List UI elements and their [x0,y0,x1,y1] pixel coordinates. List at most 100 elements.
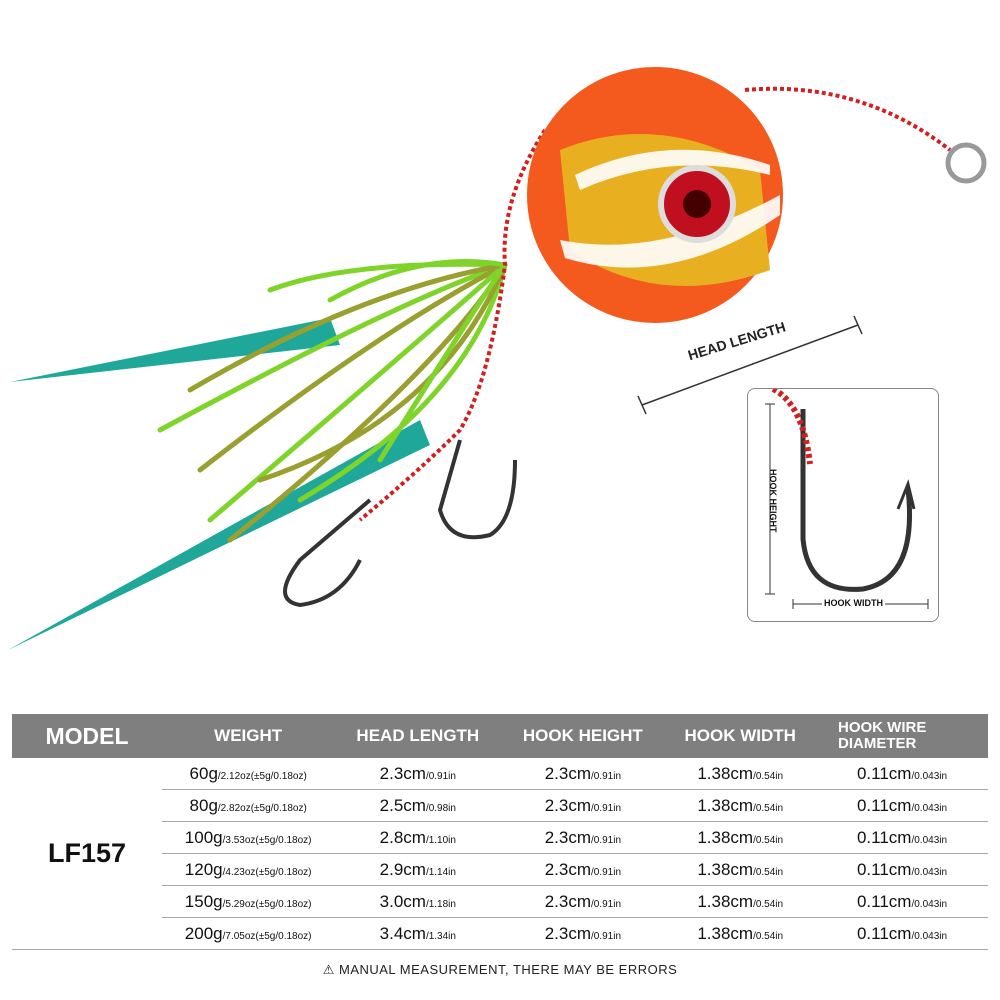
height-cell: 2.3cm/0.91in [501,917,665,950]
value-sub: /0.043in [911,898,948,910]
wire-cell: 0.11cm/0.043in [816,885,988,918]
value-sub: /0.91in [590,866,622,878]
value-sub: /0.91in [590,770,622,782]
wire-cell: 0.11cm/0.043in [816,917,988,950]
silicone-skirt [157,259,508,543]
header-hook-width: HOOK WIDTH [664,714,816,758]
value-sub: /0.91in [590,930,622,942]
value-main: 0.11cm [856,763,912,783]
warning-icon: ⚠ [322,962,335,977]
value-main: 80g [189,795,218,815]
value-sub: /0.54in [753,770,784,782]
hook-width-label: HOOK WIDTH [822,598,885,608]
value-sub: /0.043in [911,834,948,846]
head-cell: 3.4cm/1.34in [334,917,502,950]
head-cell: 2.5cm/0.98in [334,789,502,822]
hook-diagram [765,386,929,609]
wire-cell: 0.11cm/0.043in [816,758,988,790]
value-main: 2.8cm [379,827,426,847]
value-main: 0.11cm [856,923,912,943]
value-main: 1.38cm [697,859,754,879]
value-main: 2.3cm [544,763,591,783]
value-sub: /7.05oz(±5g/0.18oz) [222,930,312,942]
value-main: 0.11cm [856,859,912,879]
width-cell: 1.38cm/0.54in [664,853,816,886]
disclaimer-note: ⚠ MANUAL MEASUREMENT, THERE MAY BE ERROR… [0,962,1000,978]
weight-cell: 120g/4.23oz(±5g/0.18oz) [162,853,335,886]
hook-height-label: HOOK HEIGHT [768,469,778,533]
split-ring [945,142,987,184]
header-hook-wire-diameter: HOOK WIRE DIAMETER [816,714,988,758]
value-sub: /1.18in [425,898,456,910]
value-main: 2.3cm [379,763,426,783]
value-sub: /0.54in [753,898,784,910]
value-main: 150g [184,891,223,911]
model-cell: LF157 [12,758,162,950]
width-cell: 1.38cm/0.54in [664,789,816,822]
hook-detail-panel: HOOK HEIGHT HOOK WIDTH [747,386,939,622]
width-cell: 1.38cm/0.54in [664,821,816,854]
head-cell: 2.3cm/0.91in [334,758,502,790]
value-sub: /1.34in [425,930,456,942]
value-sub: /0.54in [753,834,784,846]
weight-cell: 80g/2.82oz(±5g/0.18oz) [162,789,335,822]
value-main: 3.4cm [379,923,426,943]
value-main: 1.38cm [697,795,754,815]
wire-cell: 0.11cm/0.043in [816,789,988,822]
value-main: 120g [184,859,223,879]
height-cell: 2.3cm/0.91in [501,758,665,790]
height-cell: 2.3cm/0.91in [501,885,665,918]
value-main: 2.3cm [544,923,591,943]
header-weight: WEIGHT [162,714,335,758]
width-cell: 1.38cm/0.54in [664,758,816,790]
table-header-row: MODEL WEIGHT HEAD LENGTH HOOK HEIGHT HOO… [12,714,988,758]
weight-cell: 150g/5.29oz(±5g/0.18oz) [162,885,335,918]
value-sub: /1.10in [425,834,456,846]
height-cell: 2.3cm/0.91in [501,789,665,822]
value-main: 1.38cm [697,923,754,943]
value-sub: /0.043in [911,770,948,782]
value-main: 100g [184,827,223,847]
value-main: 1.38cm [697,827,754,847]
head-cell: 2.8cm/1.10in [334,821,502,854]
value-sub: /0.54in [753,930,784,942]
weight-cell: 200g/7.05oz(±5g/0.18oz) [162,917,335,950]
disclaimer-text: MANUAL MEASUREMENT, THERE MAY BE ERRORS [338,962,678,977]
value-sub: /2.82oz(±5g/0.18oz) [217,802,307,814]
jig-head [527,67,783,323]
weight-cell: 60g/2.12oz(±5g/0.18oz) [162,758,335,790]
wire-cell: 0.11cm/0.043in [816,821,988,854]
head-cell: 2.9cm/1.14in [334,853,502,886]
value-main: 2.3cm [544,891,591,911]
value-main: 0.11cm [856,891,912,911]
assist-line [358,86,952,522]
value-main: 2.3cm [544,795,591,815]
value-main: 0.11cm [856,827,912,847]
value-sub: /4.23oz(±5g/0.18oz) [222,866,312,878]
value-sub: /0.91in [425,770,456,782]
spec-table: MODEL WEIGHT HEAD LENGTH HOOK HEIGHT HOO… [12,714,988,950]
value-sub: /5.29oz(±5g/0.18oz) [222,898,312,910]
head-length-dimension [637,315,863,415]
value-main: 1.38cm [697,763,754,783]
value-main: 60g [189,763,218,783]
header-hook-height: HOOK HEIGHT [501,714,665,758]
value-sub: /0.043in [911,802,948,814]
value-main: 2.3cm [544,859,591,879]
value-sub: /0.91in [590,834,622,846]
table-row: 150g/5.29oz(±5g/0.18oz) 3.0cm/1.18in 2.3cm… [12,885,988,918]
value-main: 2.3cm [544,827,591,847]
weight-cell: 100g/3.53oz(±5g/0.18oz) [162,821,335,854]
value-main: 3.0cm [379,891,426,911]
value-main: 0.11cm [856,795,912,815]
value-sub: /3.53oz(±5g/0.18oz) [222,834,312,846]
value-main: 2.5cm [379,795,426,815]
value-sub: /0.043in [911,866,948,878]
height-cell: 2.3cm/0.91in [501,853,665,886]
header-head-length: HEAD LENGTH [334,714,502,758]
value-sub: /0.91in [590,898,622,910]
